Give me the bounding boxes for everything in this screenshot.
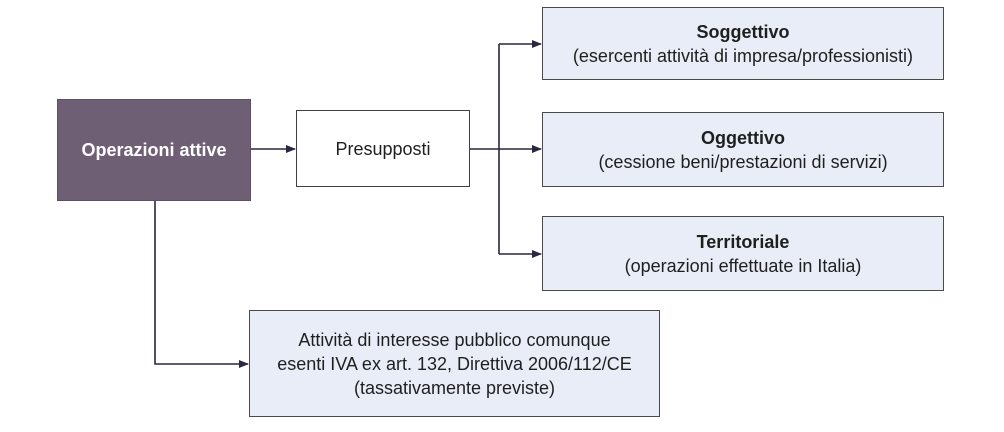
soggettivo-detail: (esercenti attività di impresa/professio… (572, 45, 914, 66)
presupposti-label: Presupposti (335, 138, 431, 159)
operazioni-attive-node: Operazioni attive (57, 99, 251, 201)
soggettivo-title: Soggettivo (696, 21, 790, 42)
soggettivo-node: Soggettivo (esercenti attività di impres… (542, 7, 944, 80)
attivita-esenti-node: Attività di interesse pubblico comunque … (249, 310, 660, 417)
attivita-line-1: Attività di interesse pubblico comunque (298, 329, 611, 350)
oggettivo-detail: (cessione beni/prestazioni di servizi) (598, 151, 888, 172)
oggettivo-title: Oggettivo (701, 127, 785, 148)
oggettivo-node: Oggettivo (cessione beni/prestazioni di … (542, 112, 944, 187)
territoriale-detail: (operazioni effettuate in Italia) (624, 255, 862, 276)
territoriale-node: Territoriale (operazioni effettuate in I… (542, 216, 944, 291)
presupposti-node: Presupposti (296, 110, 470, 187)
attivita-line-3: (tassativamente previste) (353, 377, 556, 398)
arrow-root-to-attivita (154, 201, 249, 368)
operazioni-attive-label: Operazioni attive (81, 140, 227, 160)
territoriale-title: Territoriale (696, 231, 790, 252)
attivita-line-2: esenti IVA ex art. 132, Direttiva 2006/1… (277, 353, 632, 374)
